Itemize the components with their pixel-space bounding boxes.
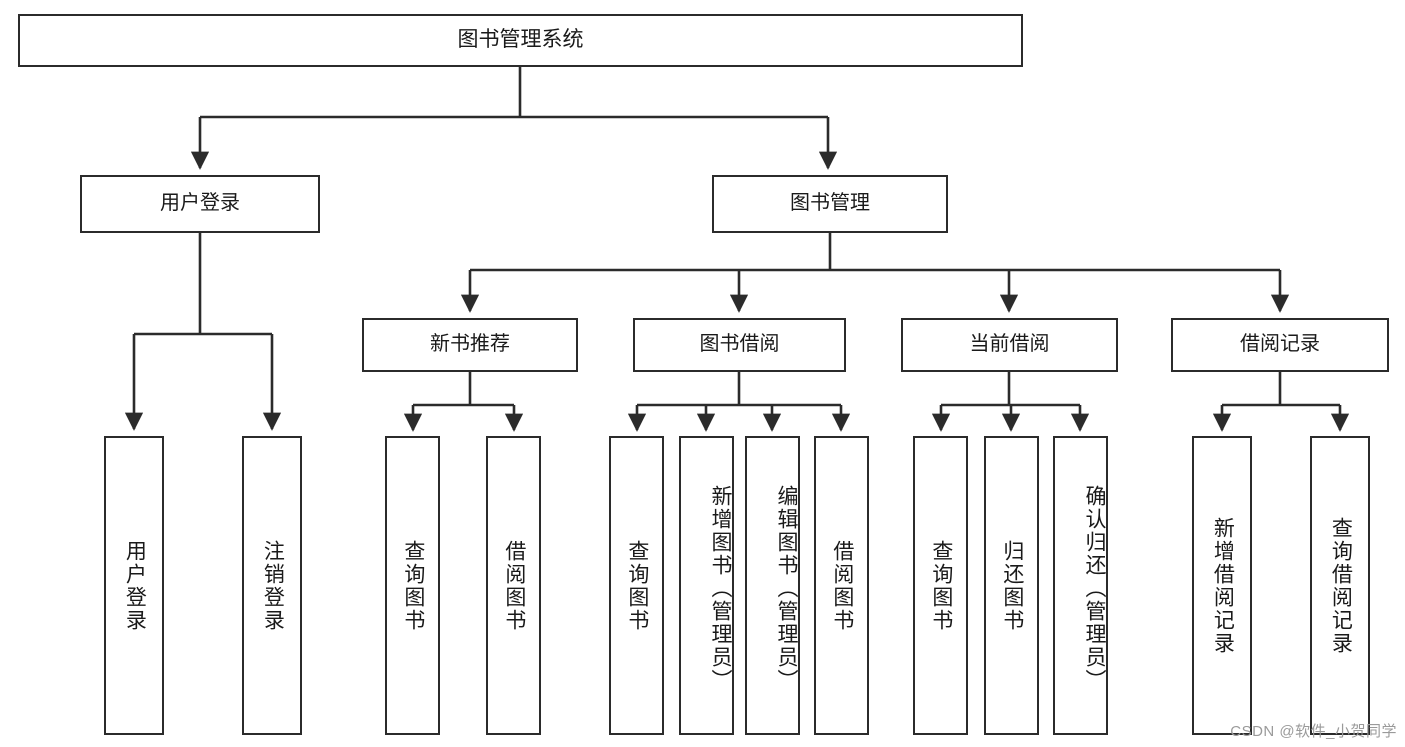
node-level2-图书管理[interactable]: 图书管理 <box>712 175 948 233</box>
node-leaf-新书推荐-查询图书[interactable]: 查询图书 <box>385 436 440 735</box>
node-level3-图书借阅[interactable]: 图书借阅 <box>633 318 846 372</box>
node-level3-当前借阅[interactable]: 当前借阅 <box>901 318 1118 372</box>
node-leaf-图书借阅-查询图书[interactable]: 查询图书 <box>609 436 664 735</box>
node-level3-新书推荐[interactable]: 新书推荐 <box>362 318 578 372</box>
node-leaf-图书借阅-新增图书管理员[interactable]: 新增图书（管理员） <box>679 436 734 735</box>
node-leaf-用户登录-注销登录[interactable]: 注销登录 <box>242 436 302 735</box>
node-leaf-当前借阅-归还图书[interactable]: 归还图书 <box>984 436 1039 735</box>
node-leaf-图书借阅-借阅图书[interactable]: 借阅图书 <box>814 436 869 735</box>
node-leaf-借阅记录-查询借阅记录[interactable]: 查询借阅记录 <box>1310 436 1370 735</box>
node-leaf-借阅记录-新增借阅记录[interactable]: 新增借阅记录 <box>1192 436 1252 735</box>
node-leaf-用户登录-用户登录[interactable]: 用户登录 <box>104 436 164 735</box>
node-leaf-当前借阅-确认归还管理员[interactable]: 确认归还（管理员） <box>1053 436 1108 735</box>
node-level2-用户登录[interactable]: 用户登录 <box>80 175 320 233</box>
node-level3-借阅记录[interactable]: 借阅记录 <box>1171 318 1389 372</box>
node-leaf-图书借阅-编辑图书管理员[interactable]: 编辑图书（管理员） <box>745 436 800 735</box>
node-leaf-当前借阅-查询图书[interactable]: 查询图书 <box>913 436 968 735</box>
node-leaf-新书推荐-借阅图书[interactable]: 借阅图书 <box>486 436 541 735</box>
node-root[interactable]: 图书管理系统 <box>18 14 1023 67</box>
